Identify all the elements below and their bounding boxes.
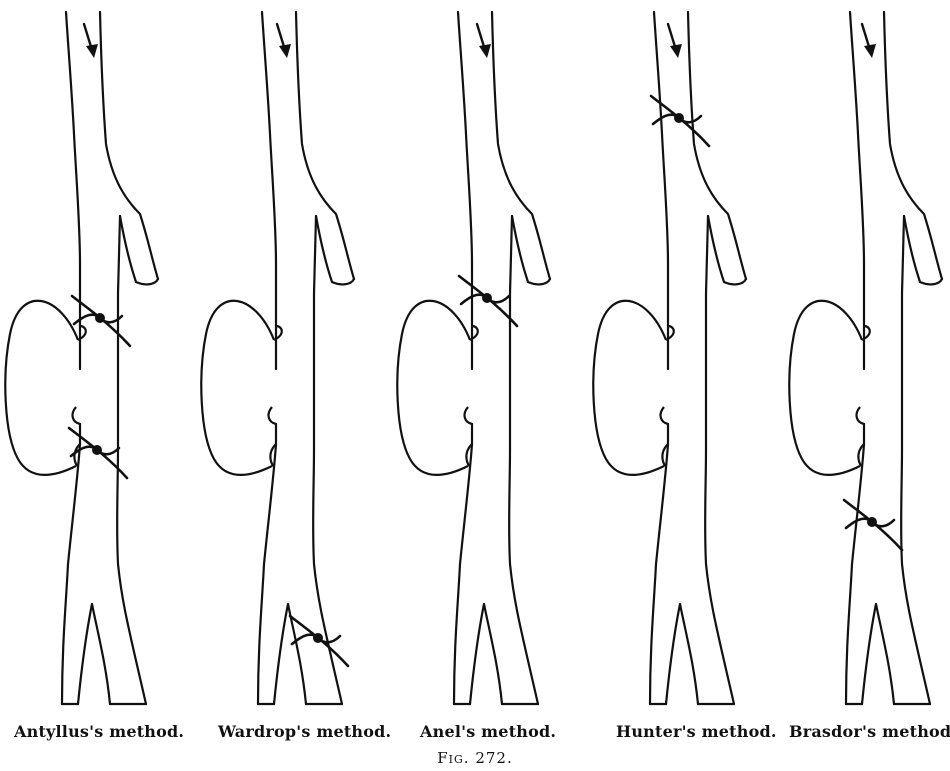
ligature-high-trunk <box>651 96 709 146</box>
artery-with-aneurysm <box>201 12 354 704</box>
panel-hunter <box>593 12 746 704</box>
label-hunter-method: Hunter's method. <box>616 722 777 741</box>
figure-caption: Fig. 272. <box>0 749 950 767</box>
artery-with-aneurysm <box>789 12 942 704</box>
ligature-above-aneurysm <box>459 276 517 326</box>
panel-anel <box>397 12 550 704</box>
panel-antyllus <box>5 12 158 704</box>
label-wardrop-method: Wardrop's method. <box>218 722 391 741</box>
label-anel-method: Anel's method. <box>420 722 556 741</box>
flow-arrow-icon <box>277 24 291 58</box>
flow-arrow-icon <box>668 24 682 58</box>
panel-wardrop <box>201 12 354 704</box>
artery-with-aneurysm <box>397 12 550 704</box>
flow-arrow-icon <box>84 24 98 58</box>
label-antyllus-method: Antyllus's method. <box>14 722 184 741</box>
panel-brasdor <box>789 12 942 704</box>
ligature-below-aneurysm <box>844 500 902 550</box>
artery-with-aneurysm <box>5 12 158 704</box>
flow-arrow-icon <box>862 24 876 58</box>
label-brasdor-method: Brasdor's method. <box>789 722 950 741</box>
flow-arrow-icon <box>477 24 491 58</box>
